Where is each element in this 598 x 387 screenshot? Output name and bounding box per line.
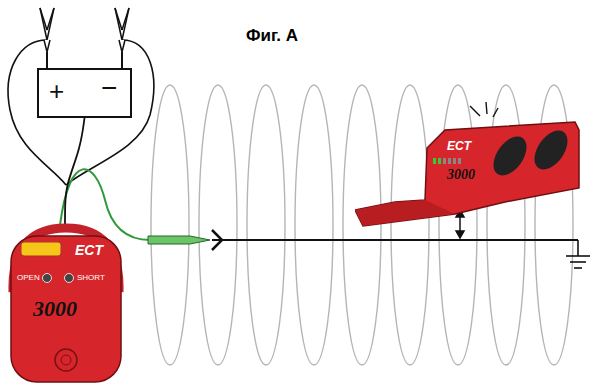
- brand-label: ECT: [75, 243, 103, 257]
- indicator-label: OPEN: [17, 274, 40, 282]
- brand-label: ECT: [447, 140, 471, 152]
- coil-loop: [151, 85, 189, 365]
- battery-clamp: [40, 8, 54, 52]
- model-number: 3000: [33, 298, 77, 320]
- figure-title: Фиг. А: [246, 26, 298, 46]
- battery-box: +−: [37, 68, 132, 118]
- polarity-sign: −: [101, 74, 117, 102]
- coil-loop: [439, 85, 477, 365]
- battery-clamp: [115, 8, 129, 52]
- coil-loop: [295, 85, 333, 365]
- battery-terminal: [121, 52, 123, 68]
- receiver-device: ECT 3000: [355, 118, 580, 228]
- battery-terminal: [46, 52, 48, 68]
- lead-clamp: [148, 236, 210, 244]
- cable-end: [212, 230, 222, 250]
- transmitter-device: ECT OPEN SHORT 3000: [5, 222, 127, 385]
- coil-loop: [199, 85, 237, 365]
- indicator-label: SHORT: [77, 274, 105, 282]
- polarity-sign: +: [49, 78, 64, 104]
- power-wire: [65, 118, 85, 226]
- ground-symbol: [566, 240, 590, 268]
- cable: [212, 239, 578, 241]
- coil-loop: [391, 85, 429, 365]
- signal-sparkle: [470, 102, 498, 117]
- coil-loop: [247, 85, 285, 365]
- model-number: 3000: [447, 168, 475, 182]
